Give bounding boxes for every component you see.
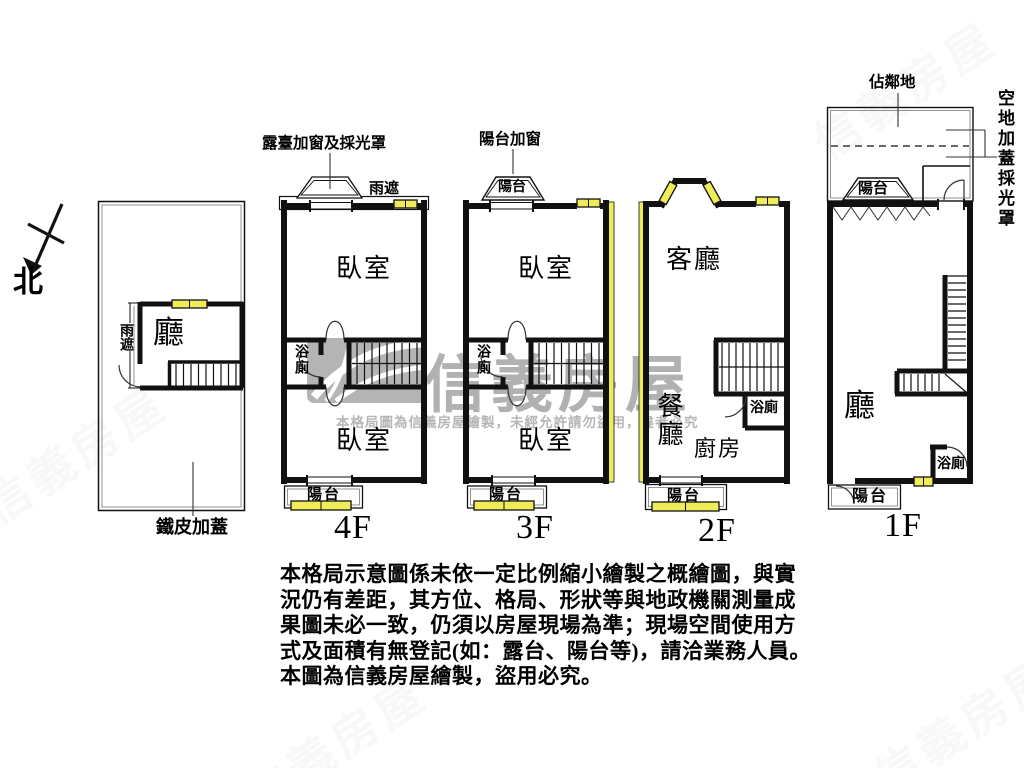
roof-hall-label: 廳 bbox=[153, 315, 186, 350]
roof-caption: 鐵皮加蓋 bbox=[156, 517, 228, 537]
disclaimer-line: 況仍有差距，其方位、格局、形狀等與地政機關測量成 bbox=[280, 587, 796, 612]
door-arc bbox=[480, 354, 504, 378]
door-leaf bbox=[325, 320, 345, 341]
annotation-bracket bbox=[946, 129, 997, 158]
plan-3f bbox=[463, 149, 615, 511]
plan-1f bbox=[826, 93, 997, 510]
balcony-1f bbox=[827, 484, 902, 510]
door-arc bbox=[946, 446, 968, 468]
f4-balcony-label: 陽台 bbox=[307, 487, 342, 503]
plan-rooftop bbox=[97, 200, 246, 516]
f3-bathroom-label: 浴廁 bbox=[475, 344, 490, 376]
plan-4f bbox=[278, 153, 430, 511]
f4-floor-label: 4F bbox=[334, 509, 372, 546]
f1-side-annotation: 空地加蓋採光罩 bbox=[995, 89, 1014, 229]
f2-dining-room-label: 餐廳 bbox=[654, 392, 683, 448]
door-arc bbox=[118, 364, 141, 388]
stairs-1f bbox=[894, 275, 970, 397]
f2-balcony-label: 陽台 bbox=[667, 488, 702, 504]
plan-2f bbox=[638, 178, 790, 512]
f2-floor-label: 2F bbox=[698, 512, 736, 549]
f2-kitchen-label: 廚房 bbox=[694, 436, 743, 461]
disclaimer-line: 本圖為信義房屋繪製，盜用必究。 bbox=[280, 664, 603, 689]
f1-floor-label: 1F bbox=[884, 507, 922, 544]
door-arc bbox=[943, 179, 965, 201]
door-leaf bbox=[325, 386, 345, 407]
north-label: 北 bbox=[13, 266, 43, 299]
door-arc bbox=[724, 395, 747, 418]
f4-rain-cover-label: 雨遮 bbox=[369, 181, 400, 197]
balcony-3f bbox=[466, 485, 548, 511]
f3-bedroom-bottom-label: 臥室 bbox=[518, 426, 575, 455]
stairs-2f bbox=[713, 337, 787, 397]
f4-bedroom-top-label: 臥室 bbox=[336, 254, 393, 283]
skylight-hatch bbox=[832, 206, 931, 221]
balcony-2f bbox=[644, 483, 728, 512]
disclaimer-line: 果圖未必一致，仍須以房屋現場為準；現場空間使用方 bbox=[280, 613, 796, 638]
window bbox=[702, 180, 722, 206]
f3-floor-label: 3F bbox=[516, 509, 554, 546]
door-arc bbox=[835, 485, 855, 505]
f1-hall-label: 廳 bbox=[844, 388, 877, 423]
highlight-strip bbox=[608, 201, 615, 483]
stairs-rooftop bbox=[167, 360, 242, 388]
f1-balcony-bottom-label: 陽台 bbox=[852, 488, 889, 505]
roof-rain-cover-label: 雨遮 bbox=[118, 323, 133, 351]
disclaimer-line: 本格局示意圖係未依一定比例縮小繪製之概繪圖，與實 bbox=[280, 562, 796, 586]
stairs-3f bbox=[534, 343, 603, 384]
north-compass-icon bbox=[23, 203, 65, 275]
balcony-4f bbox=[283, 485, 364, 511]
f4-bathroom-label: 浴廁 bbox=[293, 344, 308, 376]
balcony-bay bbox=[841, 177, 915, 201]
f3-balcony-bottom-label: 陽台 bbox=[489, 487, 524, 503]
disclaimer-text: 本格局示意圖係未依一定比例縮小繪製之概繪圖，與實 況仍有差距，其方位、格局、形狀… bbox=[280, 562, 811, 690]
f1-balcony-top-label: 陽台 bbox=[858, 181, 889, 197]
disclaimer-line: 式及面積有無登記(如：露台、陽台等)，請洽業務人員。 bbox=[280, 638, 811, 663]
f2-bathroom-label: 浴廁 bbox=[750, 401, 778, 416]
window bbox=[658, 180, 678, 206]
f2-living-room-label: 客廳 bbox=[666, 245, 723, 274]
f3-top-annotation: 陽台加窗 bbox=[479, 131, 542, 148]
door-leaf bbox=[507, 386, 527, 407]
f3-balcony-top-label: 陽台 bbox=[498, 180, 526, 195]
f3-bedroom-top-label: 臥室 bbox=[518, 254, 575, 283]
balcony-bay bbox=[480, 176, 546, 201]
f4-roof-annotation: 露臺加窗及採光罩 bbox=[262, 135, 387, 152]
f4-bedroom-bottom-label: 臥室 bbox=[336, 426, 393, 455]
stairs-4f bbox=[352, 343, 421, 384]
f1-top-annotation: 佔鄰地 bbox=[869, 74, 916, 91]
door-arc bbox=[298, 354, 322, 378]
door-leaf bbox=[507, 320, 527, 341]
f1-bathroom-label: 浴廁 bbox=[937, 457, 965, 472]
